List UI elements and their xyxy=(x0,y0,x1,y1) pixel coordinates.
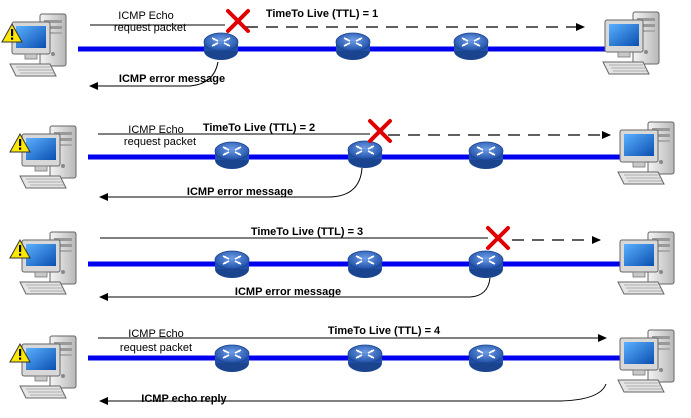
ttl-label: TimeTo Live (TTL) = 1 xyxy=(266,8,378,20)
router-icon xyxy=(453,32,489,61)
destination-computer-icon xyxy=(617,121,675,185)
drop-icon xyxy=(368,119,392,143)
echo-reply-arrow xyxy=(99,383,607,405)
request-label: request packet xyxy=(114,22,186,34)
ttl-label: TimeTo Live (TTL) = 4 xyxy=(328,325,441,337)
router-icon xyxy=(335,32,371,61)
source-computer-icon xyxy=(19,231,77,295)
router-icon xyxy=(468,250,504,279)
source-computer-icon xyxy=(9,13,67,77)
router-icon xyxy=(214,344,250,373)
router-icon xyxy=(214,141,250,170)
ttl-label: TimeTo Live (TTL) = 3 xyxy=(251,226,363,238)
request-label: ICMP Echo xyxy=(128,328,183,340)
source-computer-icon xyxy=(19,125,77,189)
destination-computer-icon xyxy=(617,231,675,295)
request-label: ICMP Echo xyxy=(118,10,173,22)
drop-icon xyxy=(486,226,510,250)
source-computer-icon xyxy=(19,335,77,399)
return-label: ICMP error message xyxy=(187,186,293,198)
router-icon xyxy=(347,250,383,279)
return-label: ICMP error message xyxy=(235,286,341,298)
request-label: request packet xyxy=(124,136,196,148)
row-4: ICMP Echo request packet TimeTo Live (TT… xyxy=(9,325,675,405)
error-return-arrow xyxy=(89,61,219,90)
router-icon xyxy=(214,250,250,279)
row-1: ICMP Echo request packet TimeTo Live (TT… xyxy=(1,8,660,90)
row-3: TimeTo Live (TTL) = 3 ICMP error message xyxy=(9,226,675,301)
destination-computer-icon xyxy=(602,11,660,75)
destination-computer-icon xyxy=(617,329,675,393)
return-label: ICMP error message xyxy=(119,73,225,85)
return-label: ICMP echo reply xyxy=(141,393,227,405)
drop-icon xyxy=(226,9,250,33)
router-icon xyxy=(347,344,383,373)
error-return-arrow xyxy=(99,167,363,201)
request-label: request packet xyxy=(120,342,192,354)
ttl-label: TimeTo Live (TTL) = 2 xyxy=(203,122,315,134)
row-2: ICMP Echo request packet TimeTo Live (TT… xyxy=(9,119,675,201)
request-label: ICMP Echo xyxy=(128,124,183,136)
router-icon xyxy=(468,141,504,170)
router-icon xyxy=(347,140,383,169)
router-icon xyxy=(203,32,239,61)
router-icon xyxy=(468,344,504,373)
error-return-arrow xyxy=(99,277,491,301)
